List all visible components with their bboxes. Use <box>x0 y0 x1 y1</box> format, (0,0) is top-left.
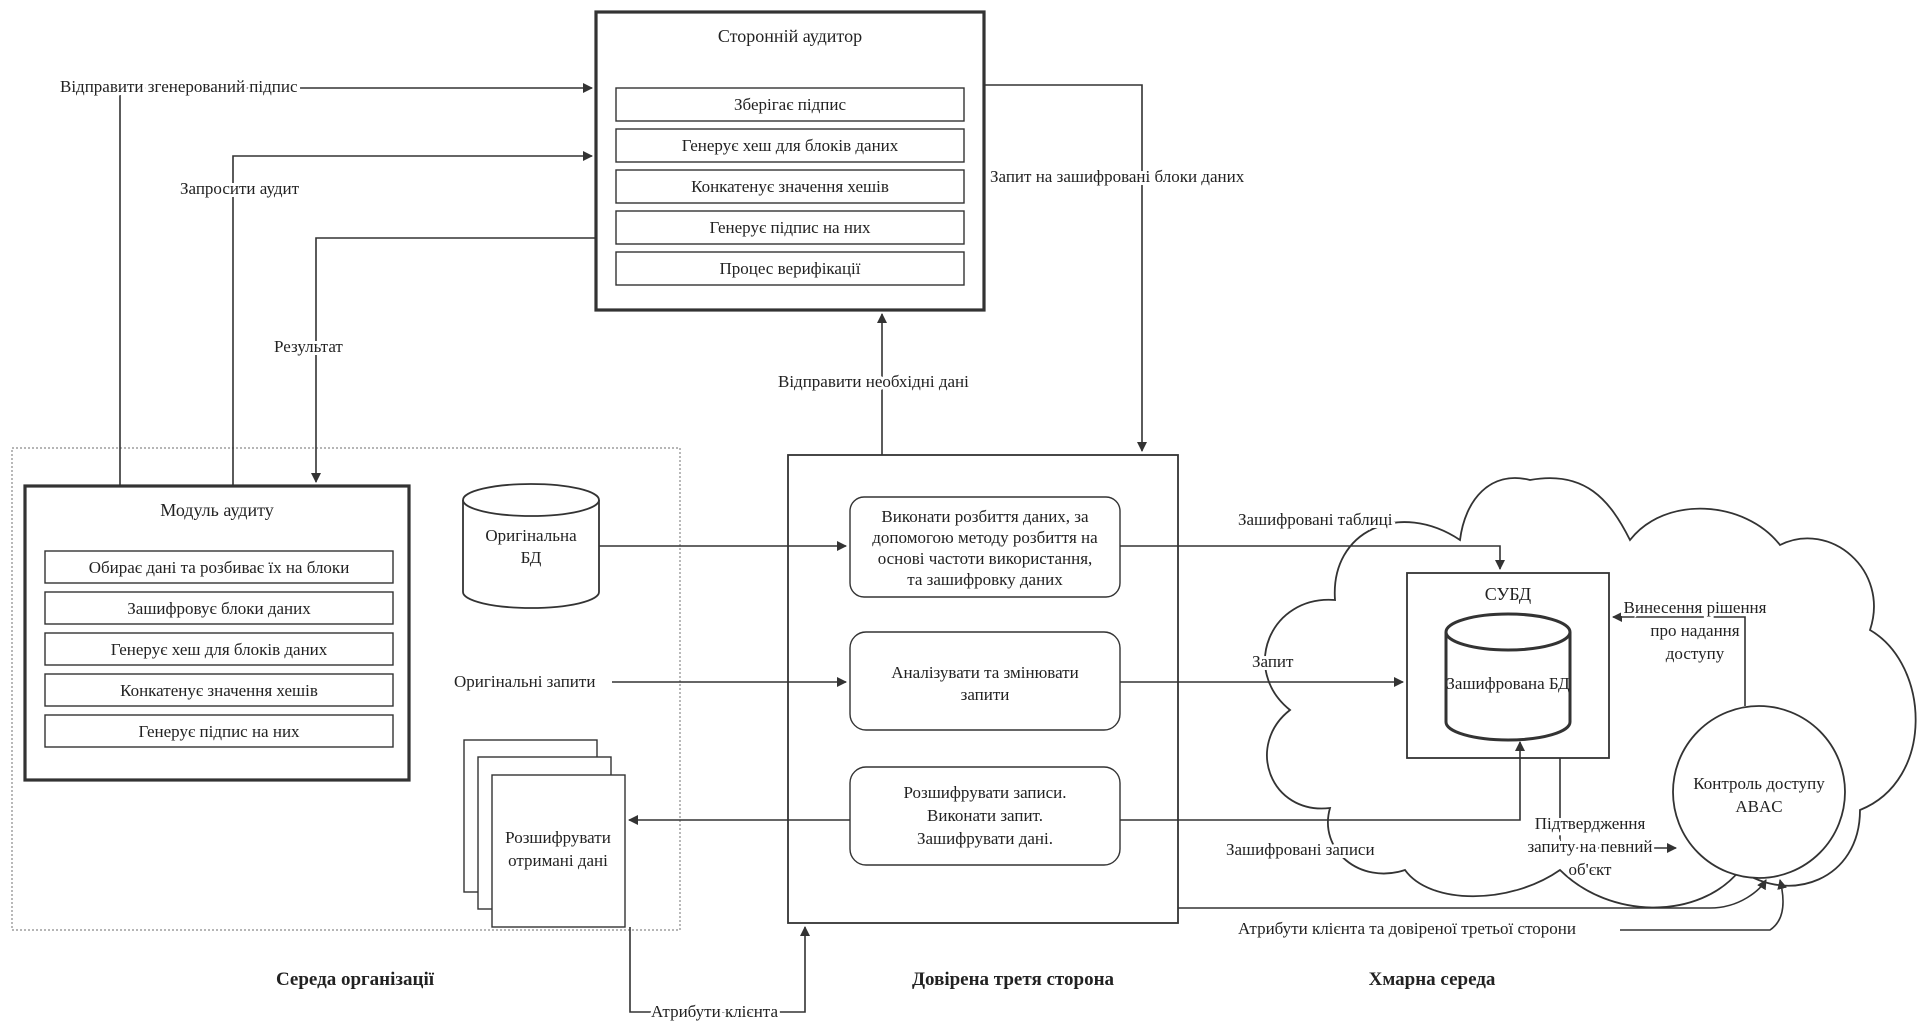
access-decision-label: Винесення рішення <box>1624 598 1767 617</box>
audit-module-item: Генерує хеш для блоків даних <box>111 640 328 659</box>
request-audit-label: Запросити аудит <box>180 179 300 198</box>
audit-module-item: Конкатенує значення хешів <box>120 681 318 700</box>
audit-module-item-box <box>44 714 394 748</box>
ttp-split-line: основі частоти використання, <box>878 549 1093 568</box>
ttp-to-abac-arrow <box>1178 879 1767 909</box>
client-ttp-attributes-label: Атрибути клієнта та довіреної третьої ст… <box>1238 919 1576 938</box>
original-db-label: Оригінальна <box>485 526 577 545</box>
decrypt-docs-label: Розшифрувати <box>505 828 611 847</box>
ttp-analyze-box <box>849 631 1121 731</box>
ttp-split-box <box>849 496 1121 598</box>
auditor-title: Сторонній аудитор <box>718 26 862 46</box>
auditor-item: Конкатенує значення хешів <box>691 177 889 196</box>
encrypted-tables-label: Зашифровані таблиці <box>1238 510 1393 529</box>
confirmation-label: запиту на певний <box>1527 837 1652 856</box>
audit-module-items: Обирає дані та розбиває їх на блоки Заши… <box>44 550 394 748</box>
request-encrypted-blocks-arrow <box>984 84 1147 452</box>
client-attributes-label: Атрибути клієнта <box>651 1002 778 1021</box>
request-audit-arrow <box>232 151 593 486</box>
auditor-item: Процес верифікації <box>719 259 860 278</box>
ttp-decrypt-line: Зашифрувати дані. <box>917 829 1053 848</box>
abac-circle <box>1672 705 1846 879</box>
attributes-line <box>1620 879 1788 931</box>
confirmation-label: Підтвердження <box>1535 814 1646 833</box>
request-encrypted-blocks-label: Запит на зашифровані блоки даних <box>990 167 1245 186</box>
query-label: Запит <box>1252 652 1294 671</box>
decrypt-docs-label: отримані дані <box>508 851 608 870</box>
auditor-items: Зберігає підпис Генерує хеш для блоків д… <box>615 87 965 286</box>
access-decision-arrow <box>1612 612 1746 706</box>
ttp-analyze-line: Аналізувати та змінювати <box>891 663 1078 682</box>
auditor-item: Генерує підпис на них <box>709 218 871 237</box>
encrypted-tables-arrow <box>1120 545 1505 570</box>
original-db-cylinder: Оригінальна БД <box>462 483 600 609</box>
original-queries-label: Оригінальні запити <box>454 672 595 691</box>
encrypted-db-cylinder: Зашифрована БД <box>1444 612 1572 742</box>
send-needed-data-label: Відправити необхідні дані <box>778 372 969 391</box>
audit-module-item: Генерує підпис на них <box>138 722 300 741</box>
auditor-item: Зберігає підпис <box>734 95 846 114</box>
abac-label: Контроль доступу <box>1693 774 1825 793</box>
ttp-decrypt-box <box>849 766 1121 866</box>
audit-module-title: Модуль аудиту <box>160 500 273 520</box>
auditor-item-box <box>615 169 965 204</box>
audit-module-item-box <box>44 673 394 707</box>
audit-module-item-box <box>44 591 394 625</box>
confirmation-label: об'єкт <box>1569 860 1613 879</box>
encrypted-db-label: Зашифрована БД <box>1446 674 1570 693</box>
ttp-split-line: та зашифровку даних <box>907 570 1063 589</box>
auditor-item: Генерує хеш для блоків даних <box>682 136 899 155</box>
organization-zone <box>11 447 681 931</box>
result-label: Результат <box>274 337 343 356</box>
client-attributes-arrow <box>629 926 810 1013</box>
zone-organization: Середа організації <box>276 969 435 990</box>
audit-module-item: Обирає дані та розбиває їх на блоки <box>89 558 350 577</box>
ttp-analyze-line: запити <box>961 685 1010 704</box>
audit-module-item-box <box>44 550 394 584</box>
access-decision-label: про надання <box>1650 621 1739 640</box>
zone-cloud: Хмарна середа <box>1369 969 1496 990</box>
auditor-item-box <box>615 251 965 286</box>
dbms-title: СУБД <box>1485 584 1531 604</box>
ttp-decrypt-line: Розшифрувати записи. <box>903 783 1066 802</box>
auditor-item-box <box>615 128 965 163</box>
original-db-label: БД <box>521 548 542 567</box>
decrypt-documents-stack: Розшифрувати отримані дані <box>463 739 626 928</box>
auditor-item-box <box>615 210 965 245</box>
ttp-decrypt-line: Виконати запит. <box>927 806 1043 825</box>
send-signature-label: Відправити згенерований підпис <box>60 77 298 96</box>
auditor-item-box <box>615 87 965 122</box>
confirmation-arrow <box>1559 758 1677 853</box>
ttp-split-line: допомогою методу розбиття на <box>872 528 1098 547</box>
decrypt-to-db-arrow <box>1120 741 1525 821</box>
audit-module-item-box <box>44 632 394 666</box>
encrypted-records-label: Зашифровані записи <box>1226 840 1375 859</box>
result-arrow <box>311 237 596 483</box>
audit-module-item: Зашифровує блоки даних <box>127 599 311 618</box>
zone-trusted-third-party: Довірена третя сторона <box>912 969 1115 990</box>
send-signature-arrow <box>119 83 593 486</box>
ttp-split-line: Виконати розбиття даних, за <box>881 507 1089 526</box>
abac-label: ABAC <box>1735 797 1782 816</box>
access-decision-label: доступу <box>1666 644 1725 663</box>
